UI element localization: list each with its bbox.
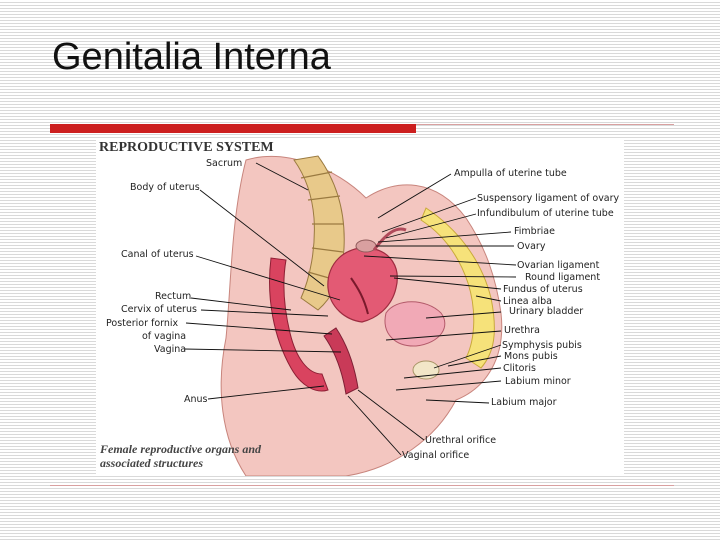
label-symphysis-pubis: Symphysis pubis — [502, 340, 582, 351]
label-canal-of-uterus: Canal of uterus — [121, 249, 194, 260]
label-vaginal-orifice: Vaginal orifice — [402, 450, 470, 461]
abdominal-wall — [420, 207, 495, 369]
label-urinary-bladder: Urinary bladder — [509, 306, 584, 317]
ovary-shape — [355, 239, 377, 253]
label-labium-minor: Labium minor — [505, 376, 571, 387]
label-vagina: Vagina — [154, 344, 187, 355]
label-infundibulum: Infundibulum of uterine tube — [477, 208, 614, 219]
caption-line-2: associated structures — [100, 456, 204, 470]
label-rectum: Rectum — [155, 291, 192, 302]
label-anus: Anus — [184, 394, 208, 405]
label-ovary: Ovary — [517, 241, 546, 252]
label-cervix-of-uterus: Cervix of uterus — [121, 304, 197, 315]
pubic-bone — [412, 360, 440, 380]
caption-line-1: Female reproductive organs and — [100, 442, 261, 456]
label-urethral-orifice: Urethral orifice — [425, 435, 497, 446]
vagina-shape — [323, 327, 359, 395]
leader-lines — [183, 162, 517, 456]
figure-heading: REPRODUCTIVE SYSTEM — [99, 140, 274, 155]
title-accent-bar — [50, 124, 416, 133]
label-ovarian-ligament: Ovarian ligament — [517, 260, 600, 271]
bladder-shape — [384, 301, 446, 347]
footer-rule — [50, 485, 674, 486]
label-round-ligament: Round ligament — [525, 272, 601, 283]
label-posterior-fornix: Posterior fornix — [106, 318, 179, 329]
uterus-shape — [327, 247, 398, 323]
label-ampulla: Ampulla of uterine tube — [454, 168, 567, 179]
label-mons-pubis: Mons pubis — [504, 351, 558, 362]
label-fimbriae: Fimbriae — [514, 226, 555, 237]
uterine-canal — [350, 277, 369, 315]
label-linea-alba: Linea alba — [503, 296, 552, 307]
label-suspensory-ligament: Suspensory ligament of ovary — [477, 193, 620, 204]
label-clitoris: Clitoris — [503, 363, 536, 374]
anatomy-drawing — [183, 155, 517, 476]
rectum-shape — [269, 257, 329, 392]
label-sacrum: Sacrum — [206, 158, 243, 169]
title-rule — [416, 124, 674, 125]
slide-title: Genitalia Interna — [52, 36, 331, 78]
label-fundus-of-uterus: Fundus of uterus — [503, 284, 583, 295]
figure-caption: Female reproductive organs and associate… — [100, 442, 261, 470]
label-of-vagina: of vagina — [142, 331, 187, 342]
label-labium-major: Labium major — [491, 397, 557, 408]
label-body-of-uterus: Body of uterus — [130, 182, 200, 193]
reproductive-system-illustration: REPRODUCTIVE SYSTEM Sacrum Body of uteru… — [96, 138, 624, 476]
label-urethra: Urethra — [504, 325, 540, 336]
